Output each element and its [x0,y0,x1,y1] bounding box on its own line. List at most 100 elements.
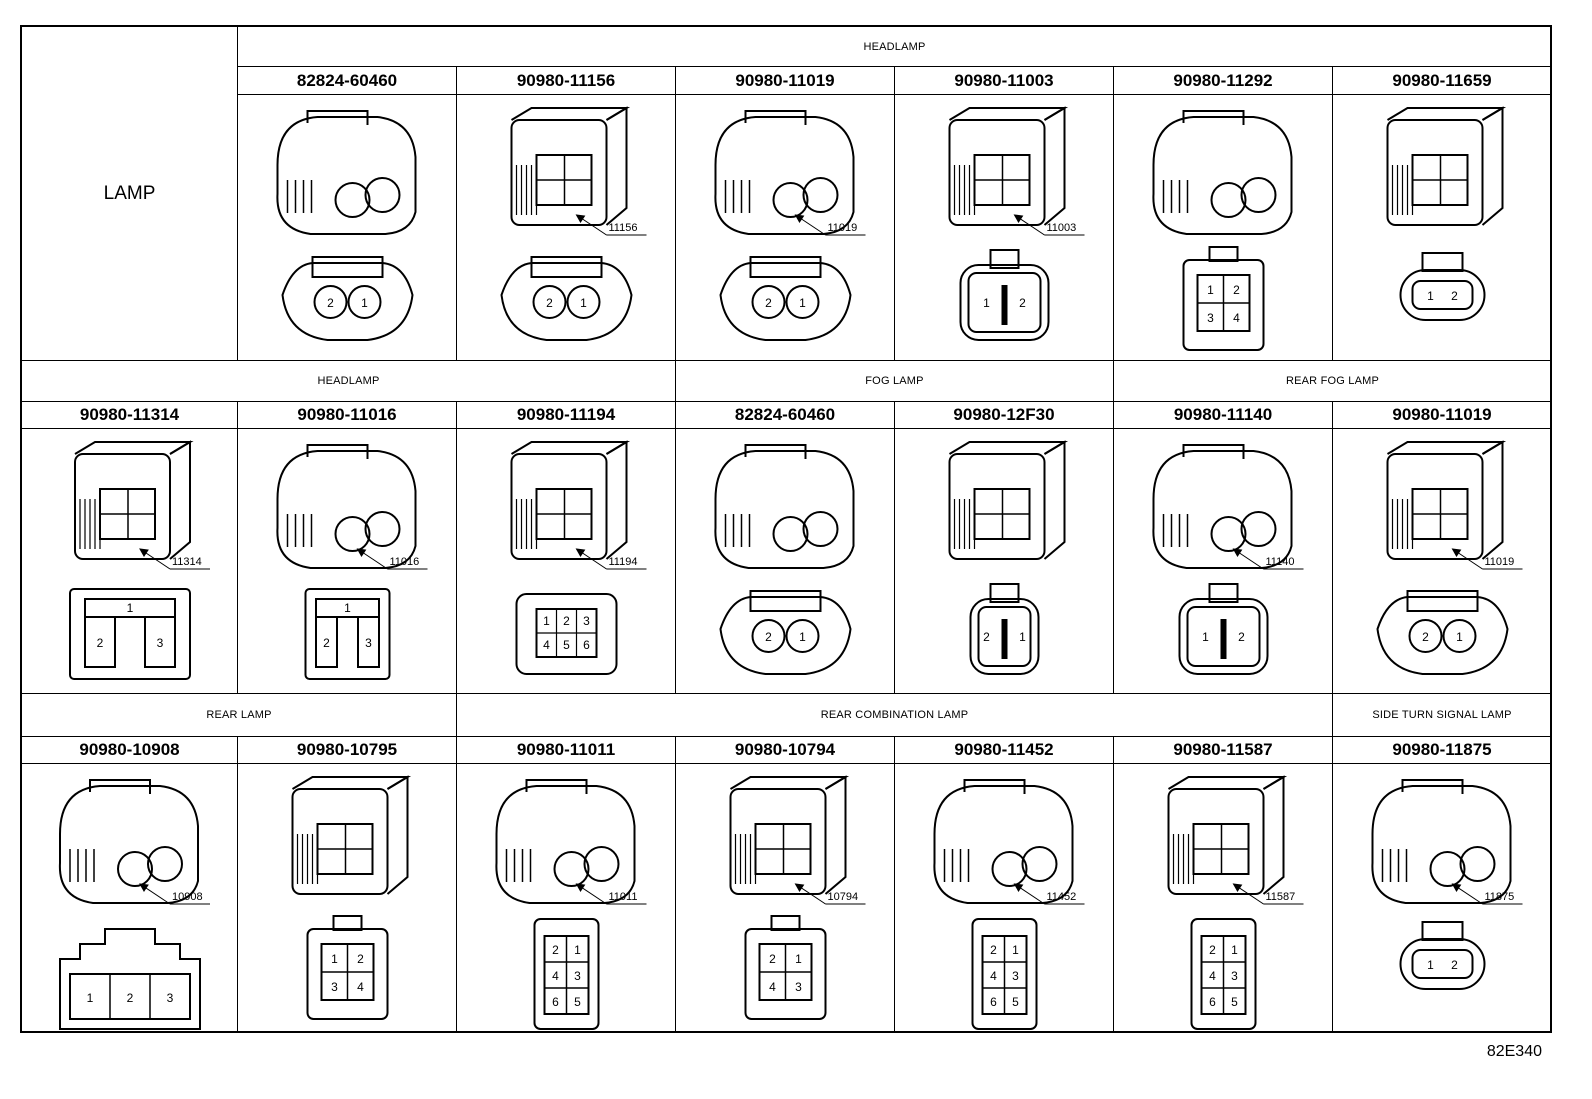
callout-label: 11003 [1047,222,1077,234]
callout-leader [139,548,210,570]
callout-label: 11587 [1266,891,1296,903]
pin-number: 4 [357,980,364,994]
pin-number: 1 [1202,630,1209,644]
part-number: 90980-11140 [1114,402,1333,429]
terminal-face-drawing [719,590,852,675]
connector-body-drawing [510,440,631,560]
part-number: 90980-11019 [1333,402,1552,429]
pin-number: 1 [1012,943,1019,957]
pin-number: 3 [365,636,372,650]
terminal-face-drawing [500,256,633,341]
connector-body-drawing [74,440,194,560]
callout-leader [1451,548,1523,570]
pin-number: 2 [127,991,134,1005]
pin-number: 2 [327,296,334,310]
terminal-face-drawing [59,928,201,1030]
part-number: 90980-10795 [238,737,457,764]
pin-number: 1 [1427,289,1434,303]
pin-number: 4 [552,969,559,983]
pin-number: 3 [331,980,338,994]
pin-number: 2 [563,614,570,628]
part-number: 90980-11452 [895,737,1114,764]
connector-body-drawing [714,444,855,569]
part-number: 90980-11875 [1333,737,1552,764]
part-number: 90980-11659 [1333,67,1552,95]
pin-number: 5 [1231,995,1238,1009]
pin-number: 4 [990,969,997,983]
terminal-face-drawing [719,256,852,341]
terminal-face-drawing [1399,921,1486,990]
part-number: 90980-11011 [457,737,676,764]
connector-body-drawing [58,779,199,904]
terminal-face-drawing [971,918,1038,1030]
terminal-face-drawing [306,915,389,1020]
pin-number: 1 [344,601,351,615]
callout-label: 11019 [828,222,858,234]
pin-number: 1 [1427,958,1434,972]
callout-leader [1232,883,1304,905]
callout-label: 11194 [609,556,638,568]
part-number: 90980-11587 [1114,737,1333,764]
pin-number: 3 [1012,969,1019,983]
terminal-face-drawing [1182,246,1265,351]
callout-label: 11140 [1266,556,1295,568]
callout-leader [139,883,210,905]
figure-code: 82E340 [1486,1043,1542,1060]
group-header-rear-combination-lamp: REAR COMBINATION LAMP [457,694,1333,737]
connector-body-drawing [948,106,1069,226]
pin-number: 1 [983,296,990,310]
pin-number: 1 [1231,943,1238,957]
pin-number: 3 [795,980,802,994]
part-number: 90980-11016 [238,402,457,429]
group-header-side-turn-signal-lamp: SIDE TURN SIGNAL LAMP [1333,694,1552,737]
part-number: 90980-11194 [457,402,676,429]
terminal-face-drawing [1178,583,1269,675]
callout-label: 11314 [172,556,202,568]
callout-label: 11452 [1047,891,1077,903]
corner-label-lamp: LAMP [22,27,238,361]
callout-label: 11011 [609,891,638,903]
pin-number: 2 [1019,296,1026,310]
pin-number: 2 [552,943,559,957]
pin-number: 1 [1456,630,1463,644]
part-number: 90980-11292 [1114,67,1333,95]
pin-number: 2 [546,296,553,310]
pin-number: 1 [87,991,94,1005]
pin-number: 6 [583,638,590,652]
connector-illustration: 11003 1 2 [895,95,1114,361]
group-header-headlamp: HEADLAMP [22,361,676,402]
connector-body-drawing [1386,440,1507,560]
pin-number: 2 [1233,283,1240,297]
pin-number: 2 [1451,958,1458,972]
connector-body-drawing [933,779,1074,904]
terminal-face-drawing [744,915,827,1020]
callout-leader [575,548,647,570]
terminal-face-drawing [304,588,391,680]
pin-number: 1 [580,296,587,310]
connector-body-drawing [510,106,631,226]
callout-label: 10908 [172,891,203,903]
connector-body-drawing [729,775,850,895]
pin-number: 4 [1233,311,1240,325]
pin-number: 4 [543,638,550,652]
group-header-rear-lamp: REAR LAMP [22,694,457,737]
